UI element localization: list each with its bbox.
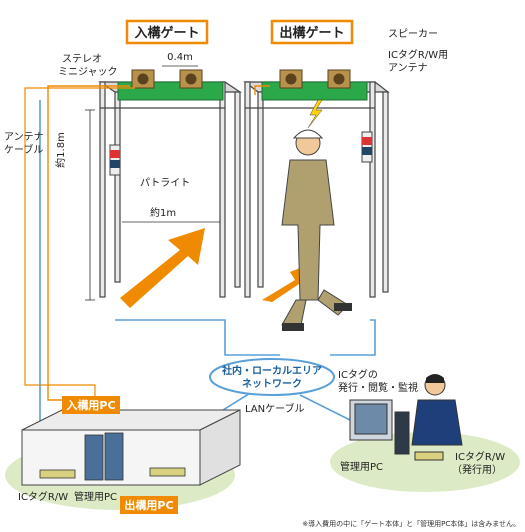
lan-cable-label: LANケーブル <box>245 402 305 415</box>
entry-pc-tag: 入構用PC <box>66 398 115 412</box>
patlite-icon <box>110 132 372 175</box>
entry-arrow-icon <box>120 228 205 308</box>
entry-gate-title: 入構ゲート <box>134 25 199 41</box>
ic-issue-label-2: 発行・閲覧・監視 <box>338 381 418 394</box>
antenna-cable-label-1: アンテナ <box>4 131 44 143</box>
exit-pc-tag: 出構用PC <box>124 498 173 512</box>
network-label-2: ネットワーク <box>242 378 302 390</box>
signal-icon <box>308 100 322 128</box>
speaker-label: スピーカー <box>388 28 438 40</box>
network-label-1: 社内・ローカルエリア <box>221 364 322 377</box>
operator-figure-icon <box>412 374 462 445</box>
ic-rw-issue-label-1: ICタグR/W <box>455 450 505 463</box>
antenna-cable-label-2: ケーブル <box>4 143 43 156</box>
admin-pc-right-label: 管理用PC <box>340 460 383 473</box>
exit-gate-title: 出構ゲート <box>279 25 344 41</box>
ic-rw-issue-label-2: （発行用） <box>452 463 502 476</box>
stereo-label-1: ステレオ <box>62 53 102 65</box>
exit-antenna-board <box>262 82 367 100</box>
admin-pc-left-label: 管理用PC <box>74 490 117 503</box>
height-label: 約1.8m <box>54 132 67 168</box>
width-04-label: 0.4m <box>167 52 193 63</box>
footnote: ※導入費用の中に「ゲート本体」と「管理用PC本体」は含みません。 <box>302 519 520 528</box>
ic-antenna-label-2: アンテナ <box>388 62 428 74</box>
ic-rw-left-label: ICタグR/W <box>18 490 68 503</box>
stereo-label-2: ミニジャック <box>58 66 118 78</box>
ic-issue-label-1: ICタグの <box>338 368 378 381</box>
width-1-label: 約1m <box>150 206 176 219</box>
ic-antenna-label-1: ICタグR/W用 <box>388 48 448 61</box>
patlite-label: パトライト <box>140 177 190 189</box>
worker-figure-icon <box>282 130 352 331</box>
